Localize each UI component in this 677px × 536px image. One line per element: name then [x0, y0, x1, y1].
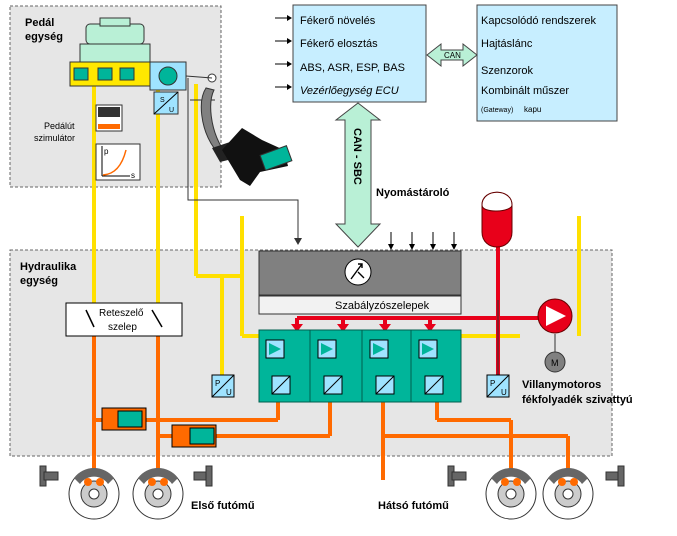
systems-box — [476, 4, 618, 122]
signal-lines — [187, 78, 556, 375]
gateway-word: kapu — [524, 105, 541, 114]
can-sbc-label: CAN - SBC — [351, 128, 363, 185]
gateway-small: (Gateway) — [481, 107, 513, 114]
valves-label: Szabályzószelepek — [335, 300, 430, 312]
ecu-input-arrowheads — [287, 15, 292, 90]
pressure-sensors — [211, 374, 510, 398]
simulator-label-1: Pedálút — [44, 121, 75, 131]
ecu-item-2: Fékerő elosztás — [300, 38, 378, 50]
can-arrow — [426, 42, 478, 68]
sensor-symbol-u: U — [169, 107, 174, 114]
foot — [222, 128, 288, 186]
wheel-speed-sensors — [39, 465, 625, 487]
wheel-front-right — [132, 468, 184, 520]
front-axle-label: Első futómű — [191, 500, 255, 512]
motor-label: M — [551, 358, 559, 368]
systems-item-4: Kombinált műszer — [481, 85, 569, 97]
ecu-label: Vezérlőegység ECU — [300, 85, 399, 97]
sensor-p-left: P — [215, 379, 220, 388]
valves-label-bar — [258, 295, 462, 315]
signal-arrow — [294, 238, 302, 245]
rear-axle-label: Hátsó futómű — [378, 500, 449, 512]
motor — [544, 351, 566, 373]
hydraulic-unit-title-1: Hydraulika — [20, 261, 77, 273]
sensor-input-arrows — [390, 232, 455, 244]
pedal-unit-title-2: egység — [25, 31, 63, 43]
brake-pistons — [101, 407, 217, 448]
systems-item-3: Szenzorok — [481, 65, 533, 77]
graph-axis-s: s — [131, 171, 135, 180]
ecu-item-1: Fékerő növelés — [300, 15, 376, 27]
pump-label-2: fékfolyadék szivattyú — [522, 394, 633, 406]
isolation-valve-box — [65, 302, 183, 337]
simulator-label-2: szimulátor — [34, 133, 75, 143]
can-label: CAN — [444, 51, 461, 60]
sensor-u-right: U — [501, 388, 507, 397]
ecu-box — [292, 4, 427, 103]
wheel-front-left — [68, 468, 120, 520]
wheel-rear-left — [485, 468, 537, 520]
hydraulic-unit-title-2: egység — [20, 275, 58, 287]
pump-label-1: Villanymotoros — [522, 379, 601, 391]
sensor-p-right: P — [490, 379, 495, 388]
isolation-valve-label-2: szelep — [108, 322, 137, 333]
ecu-item-3: ABS, ASR, ESP, BAS — [300, 62, 405, 74]
pedal-unit-title-1: Pedál — [25, 17, 54, 29]
isolation-valve-label-1: Reteszelő — [99, 308, 144, 319]
systems-item-1: Kapcsolódó rendszerek — [481, 15, 596, 27]
can-sbc-arrow — [334, 102, 382, 248]
inlet-valves — [265, 339, 438, 359]
wheel-rear-right — [542, 468, 594, 520]
accumulator-label: Nyomástároló — [376, 187, 450, 199]
valve-flow-arrows — [291, 324, 436, 332]
systems-item-2: Hajtáslánc — [481, 38, 533, 50]
brake-fluid-reservoir — [85, 23, 145, 45]
pedal-curve-graph — [95, 143, 141, 181]
sensor-symbol-s: S — [160, 97, 165, 104]
ecu-input-arrows — [275, 17, 287, 88]
sensor-u-left: U — [226, 388, 232, 397]
sensor-input-arrowheads — [388, 244, 457, 250]
graph-axis-p: p — [104, 147, 109, 156]
wheels — [68, 468, 594, 520]
